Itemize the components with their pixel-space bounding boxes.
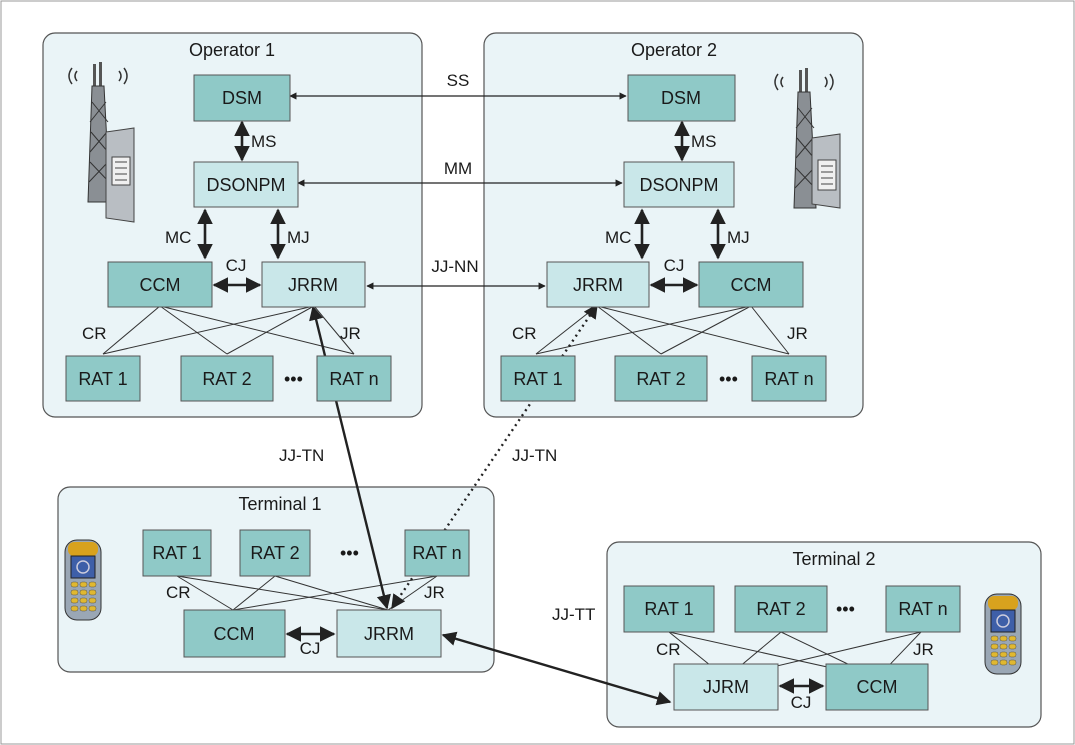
jj-tt-link (441, 631, 672, 706)
op1-ellipsis: ••• (284, 369, 303, 389)
op2-mj-label: MJ (727, 228, 750, 247)
base-station-icon (68, 62, 135, 223)
terminal-2-title: Terminal 2 (792, 549, 875, 569)
t2-cr-label: CR (656, 640, 681, 659)
svg-text:DSONPM: DSONPM (206, 175, 285, 195)
op2-cj-label: CJ (664, 256, 685, 275)
svg-text:RAT 1: RAT 1 (644, 599, 693, 619)
op2-ratn-box: RAT n (751, 355, 827, 402)
t2-cj-label: CJ (791, 693, 812, 712)
t1-ccm-box: CCM (183, 609, 286, 658)
t1-cj-label: CJ (300, 639, 321, 658)
svg-text:CCM: CCM (140, 275, 181, 295)
op1-dsonpm-box: DSONPM (193, 161, 299, 208)
jj-tn-solid-label: JJ-TN (279, 446, 324, 465)
base-station-icon (774, 68, 841, 209)
t1-jrrm-box: JRRM (336, 609, 442, 658)
terminal-1-title: Terminal 1 (238, 494, 321, 514)
t1-cr-label: CR (166, 583, 191, 602)
op1-mc-label: MC (165, 228, 191, 247)
op1-jrrm-box: JRRM (261, 261, 366, 308)
mm-label: MM (444, 159, 472, 178)
ss-label: SS (447, 71, 470, 90)
intra-node-links (197, 120, 825, 694)
operator-1-title: Operator 1 (189, 40, 275, 60)
op2-dsm-box: DSM (627, 74, 736, 122)
op2-ms-label: MS (691, 132, 717, 151)
jj-tt-label: JJ-TT (552, 605, 595, 624)
svg-text:JJRM: JJRM (703, 677, 749, 697)
op1-rat1-box: RAT 1 (65, 355, 141, 402)
op1-mj-label: MJ (287, 228, 310, 247)
svg-text:RAT 2: RAT 2 (250, 543, 299, 563)
t2-rat2-box: RAT 2 (734, 585, 828, 633)
t2-ccm-box: CCM (825, 663, 929, 711)
op2-cr-label: CR (512, 324, 537, 343)
svg-text:CCM: CCM (731, 275, 772, 295)
jj-tn-dotted-label: JJ-TN (512, 446, 557, 465)
svg-text:CCM: CCM (214, 624, 255, 644)
op2-jr-label: JR (787, 324, 808, 343)
op2-rat1-box: RAT 1 (500, 355, 576, 402)
inter-operator-links (289, 92, 627, 290)
svg-text:RAT n: RAT n (898, 599, 947, 619)
svg-text:RAT 2: RAT 2 (636, 369, 685, 389)
t2-jr-label: JR (913, 640, 934, 659)
svg-text:RAT n: RAT n (764, 369, 813, 389)
jj-nn-label: JJ-NN (431, 257, 478, 276)
t2-rat1-box: RAT 1 (623, 585, 715, 633)
op1-jr-label: JR (340, 324, 361, 343)
t1-rat1-box: RAT 1 (142, 529, 212, 577)
t1-ellipsis: ••• (340, 543, 359, 563)
op2-dsonpm-box: DSONPM (623, 161, 735, 208)
svg-text:RAT 2: RAT 2 (756, 599, 805, 619)
svg-text:JRRM: JRRM (573, 275, 623, 295)
op2-rat2-box: RAT 2 (614, 355, 708, 402)
op1-dsm-box: DSM (193, 74, 291, 122)
svg-text:RAT 2: RAT 2 (202, 369, 251, 389)
op1-cj-label: CJ (226, 256, 247, 275)
link-labels: SS MM JJ-NN MS MS MC MJ MC MJ CJ CJ CR J… (82, 71, 934, 712)
operator-2-title: Operator 2 (631, 40, 717, 60)
t2-ellipsis: ••• (836, 599, 855, 619)
op1-ratn-box: RAT n (316, 355, 392, 402)
mobile-phone-icon (64, 539, 102, 621)
svg-text:RAT n: RAT n (329, 369, 378, 389)
svg-text:CCM: CCM (857, 677, 898, 697)
op1-ccm-box: CCM (107, 261, 213, 308)
svg-text:JRRM: JRRM (364, 624, 414, 644)
svg-text:RAT 1: RAT 1 (513, 369, 562, 389)
t1-jr-label: JR (424, 583, 445, 602)
t1-rat2-box: RAT 2 (239, 529, 311, 577)
op1-cr-label: CR (82, 324, 107, 343)
svg-text:RAT n: RAT n (412, 543, 461, 563)
svg-text:DSM: DSM (222, 88, 262, 108)
op2-mc-label: MC (605, 228, 631, 247)
svg-text:DSONPM: DSONPM (639, 175, 718, 195)
t2-jjrm-box: JJRM (673, 663, 779, 711)
mobile-phone-icon (984, 593, 1022, 675)
op2-jrrm-box: JRRM (546, 261, 650, 308)
op1-ms-label: MS (251, 132, 277, 151)
svg-text:RAT 1: RAT 1 (78, 369, 127, 389)
svg-text:DSM: DSM (661, 88, 701, 108)
t2-ratn-box: RAT n (885, 585, 961, 633)
t1-ratn-box: RAT n (404, 529, 470, 577)
op2-ccm-box: CCM (698, 261, 804, 308)
svg-text:JRRM: JRRM (288, 275, 338, 295)
op2-ellipsis: ••• (719, 369, 738, 389)
op1-rat2-box: RAT 2 (180, 355, 274, 402)
svg-text:RAT 1: RAT 1 (152, 543, 201, 563)
